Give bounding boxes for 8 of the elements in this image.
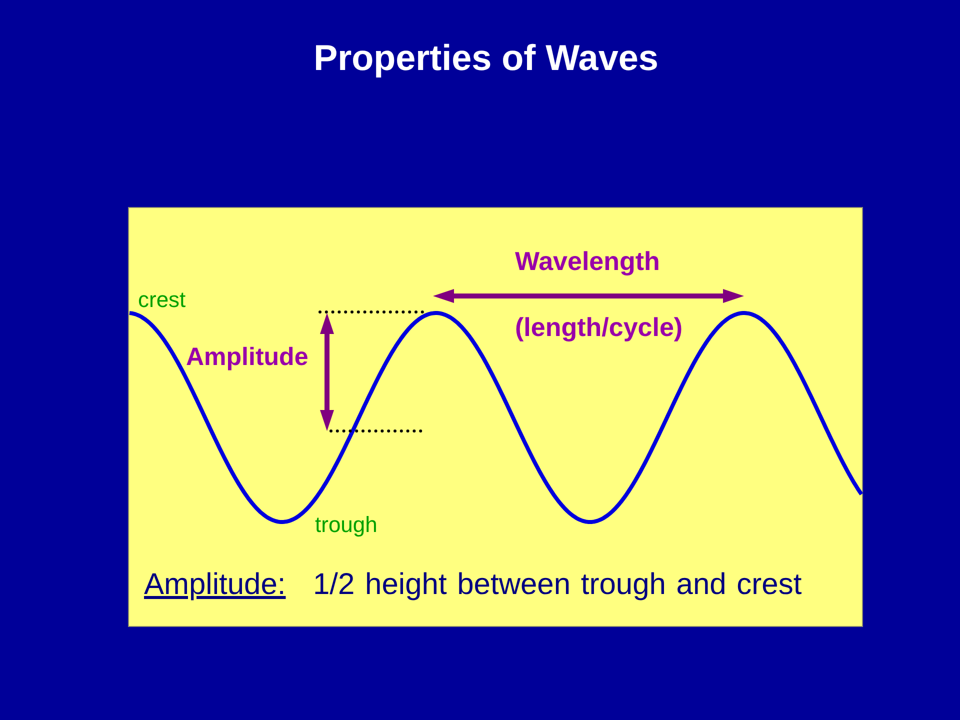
wavelength-label: Wavelength <box>515 247 660 277</box>
wavelength-note: (length/cycle) <box>515 313 683 343</box>
amplitude-label: Amplitude <box>186 342 308 372</box>
crest-label: crest <box>138 287 186 313</box>
title: Properties of Waves <box>314 37 658 79</box>
trough-label: trough <box>315 512 378 538</box>
term-label: Amplitude: <box>144 568 286 602</box>
definition-text: 1/2 height between trough and crest <box>313 568 802 602</box>
